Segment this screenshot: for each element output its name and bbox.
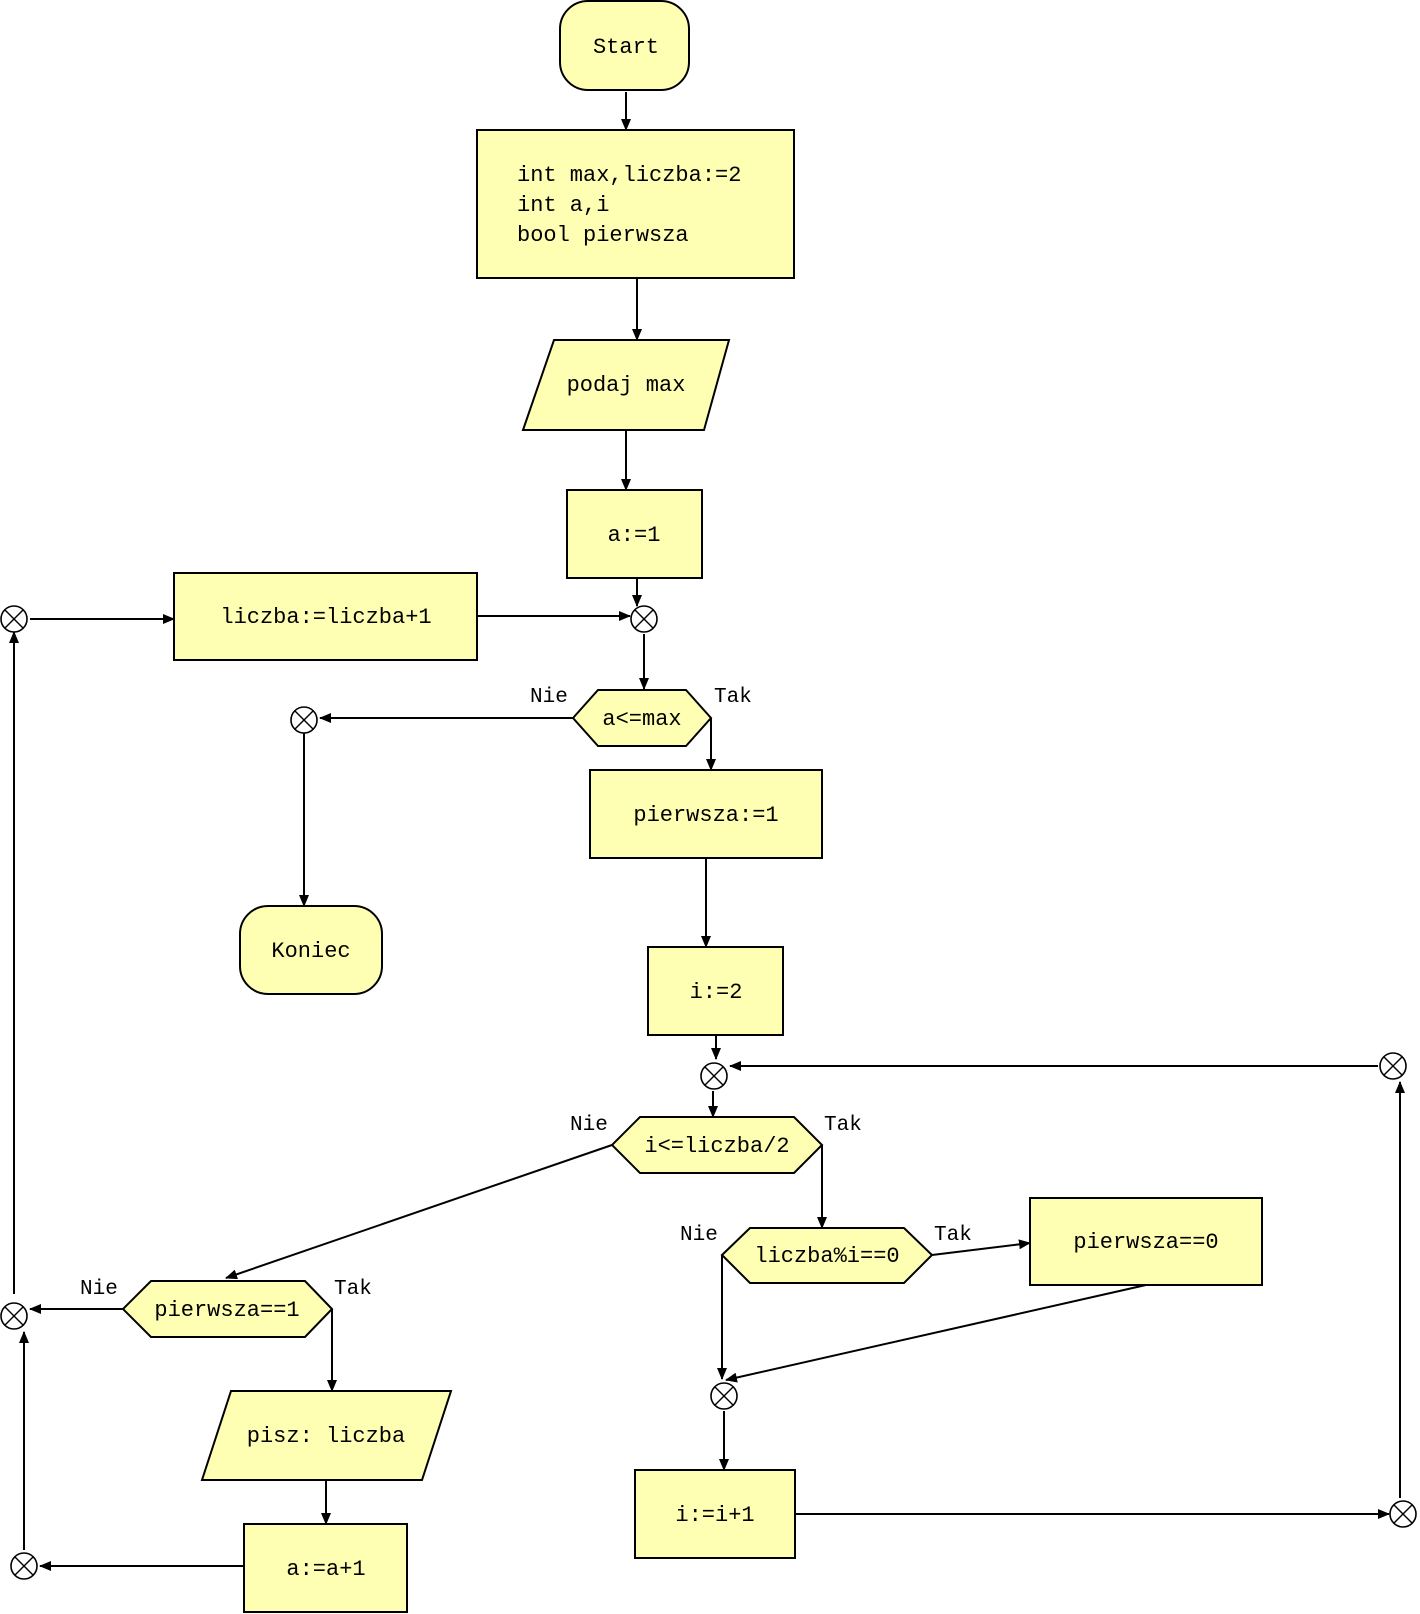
no-label-cond-pierwsza: Nie — [80, 1278, 118, 1301]
init-a-box: a:=1 — [566, 489, 703, 579]
connector-merge-i — [700, 1062, 728, 1090]
connector-left-top — [0, 605, 28, 633]
connector-merge-a — [630, 605, 658, 633]
input-max-box: podaj max — [521, 339, 731, 431]
declaration-line-1: int max,liczba:=2 — [517, 163, 741, 188]
no-label-cond-mod: Nie — [680, 1224, 718, 1247]
connector-right-bottom — [1389, 1500, 1417, 1528]
end-label: Koniec — [271, 939, 350, 964]
edge-cond-i-no — [225, 1144, 613, 1280]
cond-pierwsza: pierwsza==1 — [121, 1280, 334, 1338]
connector-right-top — [1379, 1052, 1407, 1080]
init-i-label: i:=2 — [690, 980, 743, 1005]
declaration-line-2: int a,i — [517, 193, 609, 218]
cond-mod: liczba%i==0 — [720, 1227, 934, 1284]
increment-liczba-box: liczba:=liczba+1 — [173, 572, 478, 661]
connector-left-bottom — [10, 1552, 38, 1580]
cond-i-le-half: i<=liczba/2 — [610, 1116, 824, 1174]
cond-pierwsza-label: pierwsza==1 — [154, 1298, 299, 1323]
cond-mod-label: liczba%i==0 — [754, 1244, 899, 1269]
branch-labels: Nie Tak Nie Tak Nie Tak Nie Tak — [80, 686, 972, 1301]
cond-a-le-max: a<=max — [571, 689, 713, 747]
no-label-cond-a: Nie — [530, 686, 568, 709]
increment-a-box: a:=a+1 — [243, 1523, 408, 1613]
edges — [9, 92, 1405, 1571]
cond-a-le-max-label: a<=max — [602, 707, 681, 732]
increment-i-box: i:=i+1 — [634, 1469, 796, 1559]
yes-label-cond-mod: Tak — [934, 1224, 972, 1247]
connector-end — [290, 706, 318, 734]
yes-label-cond-a: Tak — [714, 686, 752, 709]
start-terminator: Start — [559, 0, 690, 91]
no-label-cond-i: Nie — [570, 1114, 608, 1137]
edge-set-zero-to-merge — [725, 1284, 1147, 1383]
output-liczba-label: pisz: liczba — [247, 1424, 405, 1449]
input-max-label: podaj max — [567, 373, 686, 398]
set-pierwsza-box: pierwsza:=1 — [589, 769, 823, 859]
cond-i-le-half-label: i<=liczba/2 — [644, 1134, 789, 1159]
set-pierwsza-zero-box: pierwsza==0 — [1029, 1197, 1263, 1286]
set-pierwsza-zero-label: pierwsza==0 — [1073, 1230, 1218, 1255]
connectors — [0, 605, 1417, 1580]
declarations-box: int max,liczba:=2 int a,i bool pierwsza — [476, 129, 795, 279]
init-a-label: a:=1 — [608, 523, 661, 548]
init-i-box: i:=2 — [647, 946, 784, 1036]
edge-cond-mod-yes — [931, 1239, 1031, 1256]
connector-merge-mod — [710, 1382, 738, 1410]
yes-label-cond-pierwsza: Tak — [334, 1278, 372, 1301]
increment-liczba-label: liczba:=liczba+1 — [220, 605, 431, 630]
increment-i-label: i:=i+1 — [675, 1503, 754, 1528]
connector-left-mid — [0, 1302, 28, 1330]
output-liczba-box: pisz: liczba — [200, 1390, 453, 1481]
yes-label-cond-i: Tak — [824, 1114, 862, 1137]
set-pierwsza-label: pierwsza:=1 — [633, 803, 778, 828]
end-terminator: Koniec — [239, 905, 383, 995]
start-label: Start — [593, 35, 659, 60]
declaration-line-3: bool pierwsza — [517, 223, 689, 248]
increment-a-label: a:=a+1 — [286, 1557, 365, 1582]
